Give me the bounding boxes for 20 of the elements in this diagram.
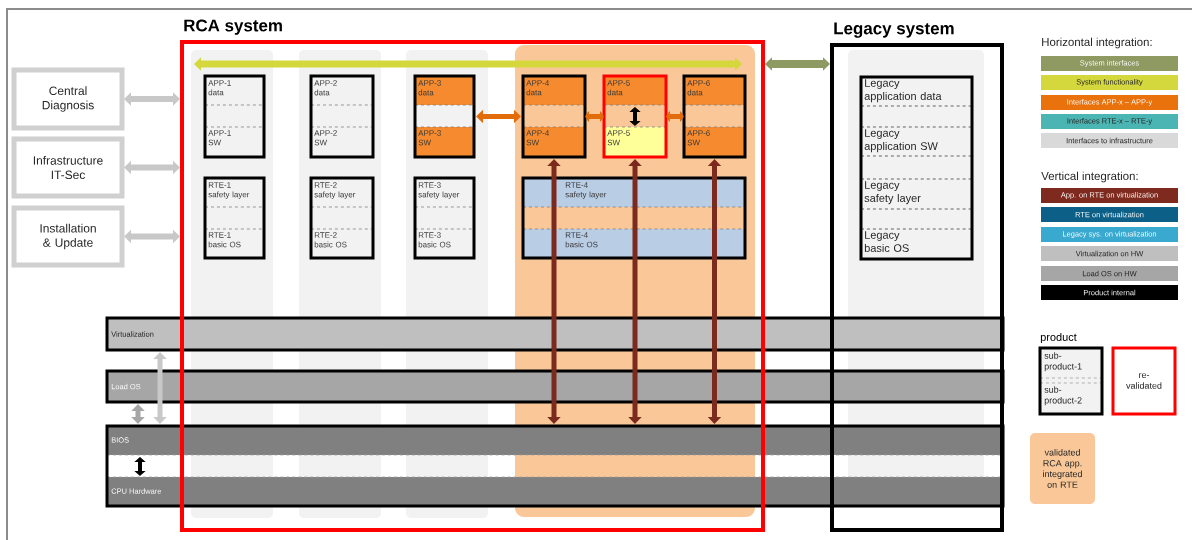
system-box: Central Diagnosis bbox=[11, 67, 125, 131]
system-box: Infrastructure IT-Sec bbox=[11, 136, 125, 199]
revalidated-box: re-validated bbox=[1111, 346, 1177, 416]
arrow bbox=[765, 57, 830, 71]
product-box: product sub-product-1 sub-product-2 bbox=[1038, 332, 1104, 416]
arrow bbox=[124, 229, 180, 244]
arrow bbox=[476, 109, 521, 124]
arrow bbox=[666, 111, 684, 122]
arrow bbox=[585, 111, 604, 122]
node-label: RCA system bbox=[184, 19, 282, 35]
arrow bbox=[124, 160, 180, 175]
legend-heading: Vertical integration: bbox=[1041, 171, 1138, 183]
legacy-box: Legacy application data Legacy application SW Legacy safety layer Legacy basic OS bbox=[859, 75, 974, 261]
legend-heading: Horizontal integration: bbox=[1042, 37, 1152, 49]
node-label: Legacy system bbox=[834, 22, 954, 38]
validated-box: validated RCA app. integrated on RTE bbox=[1030, 433, 1095, 504]
node-label: product bbox=[1040, 332, 1077, 344]
system-box: Installation & Update bbox=[11, 205, 125, 268]
arrow bbox=[124, 92, 180, 106]
arrow bbox=[131, 404, 145, 424]
